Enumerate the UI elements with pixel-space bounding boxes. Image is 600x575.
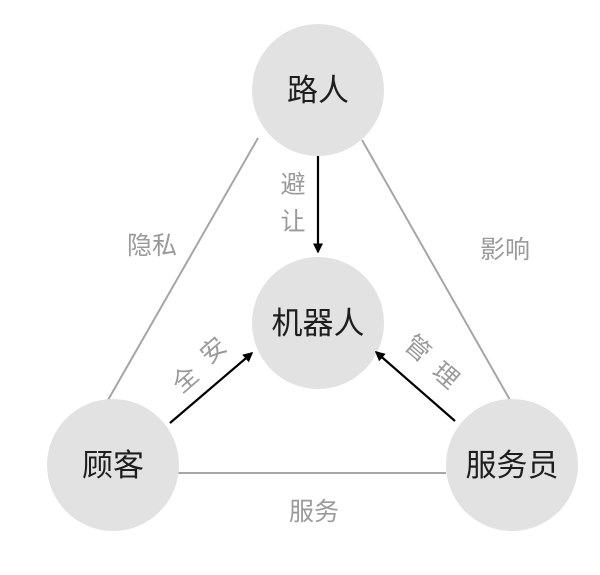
- edge-label-safety-char-2: 全: [166, 360, 204, 398]
- edge-label-manage-char-2: 理: [427, 356, 465, 394]
- edge-line-customer-pedestrian: [107, 137, 259, 401]
- edge-label-manage-char-1: 管: [399, 329, 437, 367]
- node-customer: 顾客: [47, 399, 179, 531]
- node-robot-circle: [252, 257, 384, 389]
- node-pedestrian: 路人: [252, 24, 384, 156]
- arrow-staff-to-robot: [374, 351, 456, 422]
- node-customer-circle: [47, 399, 179, 531]
- node-staff-label: 服务员: [466, 448, 559, 484]
- edge-label-yield-char-1: 避: [280, 170, 305, 199]
- node-staff-circle: [446, 399, 578, 531]
- arrow-customer-to-robot: [169, 352, 254, 424]
- edge-label-safety-char-1: 安: [194, 331, 232, 369]
- node-robot-label: 机器人: [272, 306, 365, 342]
- edge-label-influence: 影响: [480, 235, 530, 264]
- edge-label-service: 服务: [289, 497, 339, 526]
- node-robot: 机器人: [252, 257, 384, 389]
- node-pedestrian-label: 路人: [287, 73, 349, 109]
- edge-label-yield-char-2: 让: [280, 207, 305, 236]
- node-pedestrian-circle: [252, 24, 384, 156]
- node-staff: 服务员: [446, 399, 578, 531]
- node-customer-label: 顾客: [82, 448, 144, 484]
- edge-line-pedestrian-staff: [361, 139, 511, 401]
- edge-label-privacy: 隐私: [127, 231, 177, 260]
